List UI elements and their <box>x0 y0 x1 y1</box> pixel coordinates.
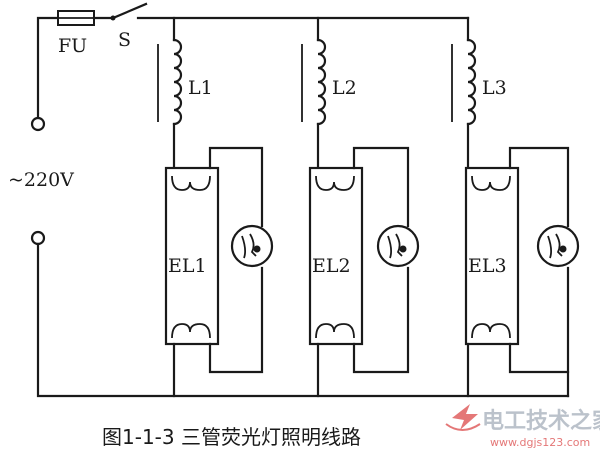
watermark-logo <box>445 404 481 431</box>
tube-el2 <box>308 166 364 346</box>
watermark: 电工技术之家 www.dgjs123.com <box>445 404 600 449</box>
tube-el1 <box>164 166 220 346</box>
branch-3 <box>451 16 580 398</box>
label-inductor-2: L2 <box>332 77 357 99</box>
branch-2 <box>301 16 420 398</box>
starter-2 <box>376 224 420 268</box>
label-switch: S <box>118 29 131 51</box>
label-tube-1: EL1 <box>168 255 207 277</box>
inductor-l1 <box>157 38 183 126</box>
label-voltage: ~220V <box>8 169 74 191</box>
bottom-terminal <box>30 230 46 246</box>
label-tube-3: EL3 <box>468 255 507 277</box>
watermark-text: 电工技术之家 <box>482 408 600 434</box>
watermark-url: www.dgjs123.com <box>490 436 590 449</box>
inductor-l3 <box>451 38 477 126</box>
starter-3 <box>536 224 580 268</box>
figure-caption: 图1-1-3 三管荧光灯照明线路 <box>102 425 361 449</box>
tube-el3 <box>464 166 520 346</box>
switch-blade <box>111 2 148 20</box>
label-tube-2: EL2 <box>312 255 351 277</box>
branch-1 <box>157 16 274 398</box>
label-inductor-1: L1 <box>188 77 213 99</box>
power-source-section <box>30 2 570 398</box>
top-terminal <box>30 116 46 132</box>
label-inductor-3: L3 <box>482 77 507 99</box>
label-fuse: FU <box>58 35 87 57</box>
inductor-l2 <box>301 38 327 126</box>
starter-1 <box>230 224 274 268</box>
